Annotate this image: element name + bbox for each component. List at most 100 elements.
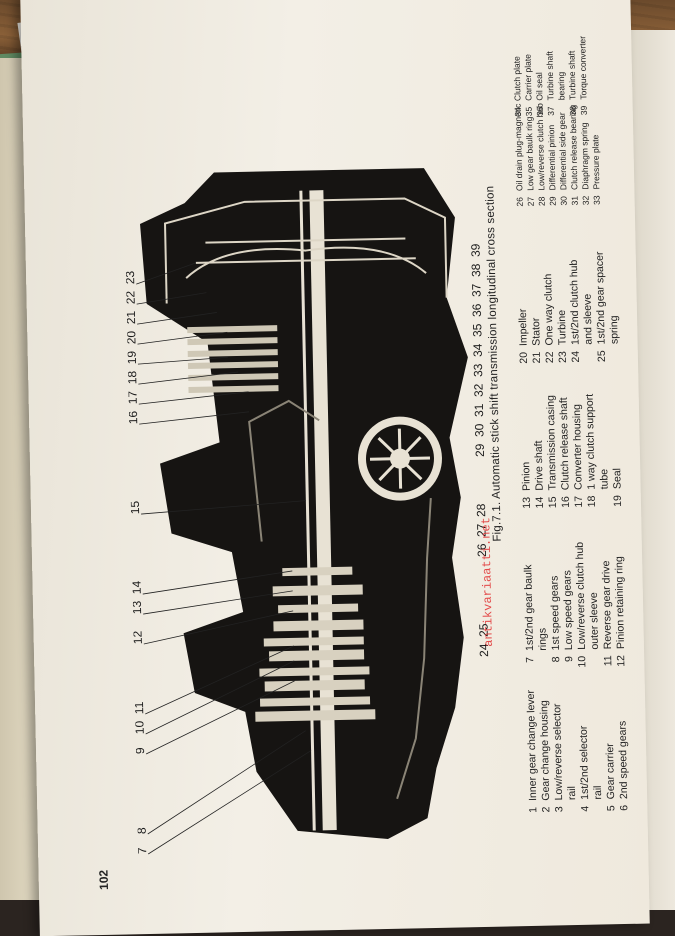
callout-number: 11 bbox=[132, 701, 146, 714]
legend-item: 12 Pinion retaining ring bbox=[613, 541, 629, 669]
callout-lines bbox=[136, 262, 312, 855]
torque-converter bbox=[163, 197, 448, 304]
callout-number: 20 bbox=[124, 330, 138, 344]
legend-item-number: 5 bbox=[605, 805, 618, 812]
book-page: 102 bbox=[20, 0, 650, 936]
callout-number: 35 bbox=[470, 323, 484, 337]
callout-number: 36 bbox=[470, 303, 484, 317]
legend-item-text: rings bbox=[536, 627, 550, 651]
legend-item-text: Torque converter bbox=[577, 35, 589, 100]
legend-item-number: 7 bbox=[524, 656, 537, 663]
legend-item-text: Turbine bbox=[555, 309, 569, 346]
legend-item-number: 21 bbox=[530, 351, 544, 364]
legend-item-text: Drive shaft bbox=[532, 440, 546, 491]
legend-item-text: Pinion retaining ring bbox=[613, 556, 628, 650]
callout-number: 8 bbox=[135, 827, 149, 834]
legend-item-number: 26 bbox=[514, 196, 525, 207]
callout-number: 19 bbox=[125, 350, 139, 364]
legend-item-number: 2 bbox=[540, 806, 553, 813]
legend-item-text: and sleeve bbox=[581, 293, 595, 345]
legend-item-text: tube bbox=[598, 468, 611, 490]
legend-item: spring bbox=[607, 251, 622, 364]
legend-item-number: 17 bbox=[572, 495, 586, 508]
callout-number: 38 bbox=[469, 263, 483, 277]
callout-number: 29 bbox=[473, 443, 487, 457]
legend-item-number: 30 bbox=[558, 196, 569, 206]
legend-item-text: 2nd speed gears bbox=[616, 720, 631, 800]
callout-number: 39 bbox=[468, 243, 482, 257]
legend-item: 24 1st/2nd clutch hub bbox=[568, 252, 583, 365]
legend-item-number: 13 bbox=[520, 496, 534, 509]
callout-number: 9 bbox=[133, 747, 147, 754]
legend-item-number: 19 bbox=[611, 494, 625, 507]
legend-item-number: 37 bbox=[545, 106, 556, 116]
callout-number: 12 bbox=[131, 630, 145, 644]
legend-item-number: 24 bbox=[569, 350, 583, 363]
legend-item-number bbox=[537, 657, 550, 671]
legend-item-number: 8 bbox=[550, 656, 563, 663]
legend-item-number bbox=[583, 351, 596, 365]
legend-item-number bbox=[566, 806, 579, 820]
callout-number: 7 bbox=[135, 847, 149, 854]
legend-item-text: One way clutch bbox=[542, 273, 556, 346]
legend-item-number bbox=[592, 805, 605, 819]
legend-item-text: rail bbox=[591, 785, 605, 800]
legend-item-text: Oil seal bbox=[533, 72, 545, 101]
legend-item-text: 1st/2nd gear spacer bbox=[593, 251, 608, 345]
legend-item-text: 1 way clutch support bbox=[583, 393, 598, 490]
legend-item-number: 14 bbox=[533, 496, 547, 509]
legend-item-text: rail bbox=[565, 785, 579, 801]
legend-item-number: 6 bbox=[618, 804, 631, 811]
callout-number: 22 bbox=[124, 290, 138, 304]
legend-item-number: 16 bbox=[559, 496, 573, 508]
legend-item: 19 Seal bbox=[610, 393, 625, 509]
watermark: antikvariaatti.net bbox=[479, 517, 496, 647]
legend-item-text: Diaphragm spring bbox=[578, 122, 591, 190]
legend-item-number: 28 bbox=[536, 196, 547, 207]
gear-stack bbox=[255, 566, 376, 722]
legend-item-number: 12 bbox=[615, 654, 628, 667]
callout-number: 27 bbox=[474, 523, 488, 537]
legend-item-text: 1st/2nd gear baulk bbox=[522, 564, 537, 652]
legend-item-number bbox=[557, 106, 568, 120]
legend-item-text: Low/reverse selector bbox=[551, 703, 566, 801]
legend-item-number: 33 bbox=[591, 195, 602, 206]
legend-item-text: Stator bbox=[530, 317, 543, 346]
callout-number: 30 bbox=[472, 423, 486, 437]
callout-number: 24 bbox=[477, 643, 491, 657]
legend-item-text: Seal bbox=[611, 467, 624, 490]
legend-item-text: 1st/2nd clutch hub bbox=[567, 259, 582, 346]
legend-item-number: 31 bbox=[569, 195, 580, 206]
callout-number: 37 bbox=[469, 283, 483, 297]
callout-number: 32 bbox=[471, 383, 485, 397]
legend-item-number bbox=[589, 655, 602, 669]
legend-item-number: 27 bbox=[525, 196, 536, 207]
callout-number: 18 bbox=[125, 370, 139, 384]
legend-item-number: 3 bbox=[553, 806, 566, 813]
legend-item-number: 39 bbox=[578, 105, 589, 116]
callout-number: 23 bbox=[124, 270, 138, 284]
legend-item-text: Impeller bbox=[516, 308, 530, 347]
legend-item-number: 15 bbox=[546, 496, 560, 509]
legend-item-text: outer sleeve bbox=[587, 592, 602, 650]
rotated-page-content: 102 bbox=[71, 36, 675, 911]
page-number: 102 bbox=[96, 869, 111, 891]
legend-item: 6 2nd speed gears bbox=[616, 688, 632, 819]
legend-item-text: Pinion bbox=[520, 461, 533, 492]
legend-item-number: 29 bbox=[547, 196, 558, 206]
legend-item-number: 4 bbox=[579, 805, 592, 812]
legend-item-number bbox=[599, 495, 612, 509]
callout-number: 28 bbox=[474, 503, 488, 517]
legend-item-number bbox=[609, 350, 622, 364]
legend-item-number: 22 bbox=[543, 351, 557, 364]
callout-number: 16 bbox=[126, 410, 140, 424]
legend-item-number: 20 bbox=[517, 351, 531, 364]
legend-item-text: Gear carrier bbox=[603, 743, 618, 800]
